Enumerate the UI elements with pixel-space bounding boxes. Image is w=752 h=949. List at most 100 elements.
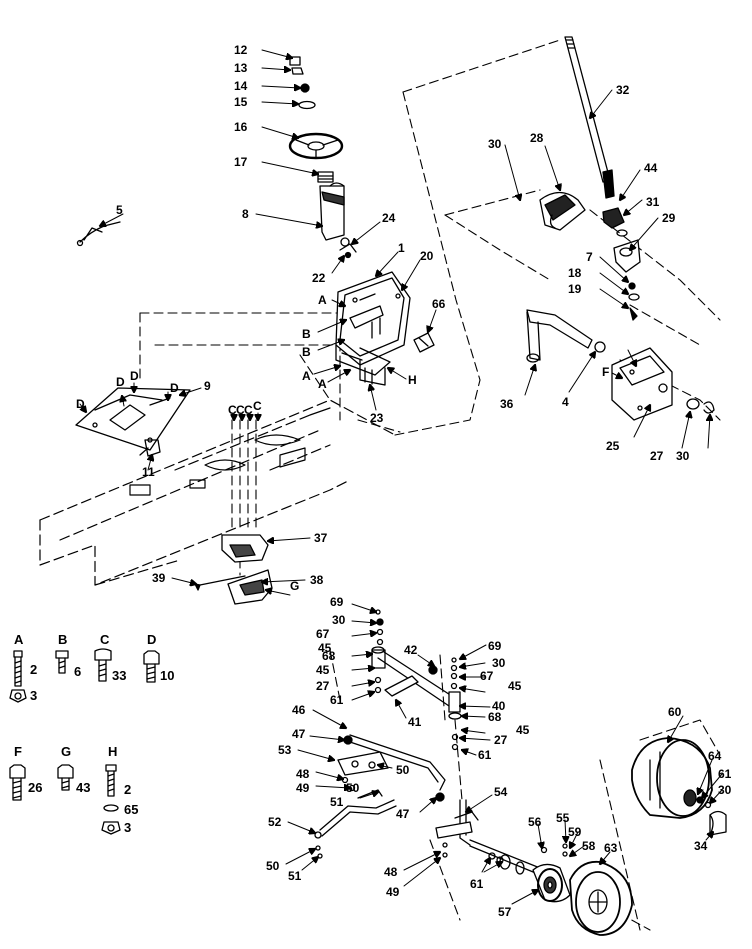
callout-63: 63 — [604, 841, 618, 855]
callout-20: 20 — [420, 249, 434, 263]
callout-61: 61 — [718, 767, 732, 781]
callout-69: 69 — [488, 639, 502, 653]
callout-69: 69 — [330, 595, 344, 609]
callout-D: D — [130, 369, 139, 383]
hardware-letter-C: C — [100, 632, 110, 647]
hardware-part-number: 10 — [160, 668, 175, 683]
callout-7: 7 — [586, 250, 593, 264]
callout-61: 61 — [470, 877, 484, 891]
callout-27: 27 — [316, 679, 330, 693]
hardware-part-number: 6 — [74, 664, 82, 679]
callout-13: 13 — [234, 61, 248, 75]
callout-A: A — [318, 293, 327, 307]
hardware-part-number: 43 — [76, 780, 91, 795]
callout-49: 49 — [386, 885, 400, 899]
callout-D: D — [76, 397, 85, 411]
callout-36: 36 — [500, 397, 514, 411]
lower-bracket-parts — [194, 534, 273, 605]
frame-details — [129, 407, 331, 496]
callout-50: 50 — [346, 781, 360, 795]
callout-68: 68 — [488, 710, 502, 724]
callout-45: 45 — [318, 641, 332, 655]
callout-34: 34 — [694, 839, 708, 853]
callout-A: A — [318, 377, 327, 391]
callout-51: 51 — [288, 869, 302, 883]
callout-12: 12 — [234, 43, 248, 57]
callout-14: 14 — [234, 79, 248, 93]
callout-31: 31 — [646, 195, 660, 209]
callout-30: 30 — [676, 449, 690, 463]
callout-C: C — [253, 399, 262, 413]
callout-30: 30 — [492, 656, 506, 670]
callout-52: 52 — [268, 815, 282, 829]
small-parts-left — [75, 221, 435, 457]
callout-29: 29 — [662, 211, 676, 225]
callout-44: 44 — [644, 161, 658, 175]
callout-22: 22 — [312, 271, 326, 285]
callout-49: 49 — [296, 781, 310, 795]
callout-38: 38 — [310, 573, 324, 587]
hardware-key-icons — [9, 648, 160, 835]
callout-28: 28 — [530, 131, 544, 145]
callout-37: 37 — [314, 531, 328, 545]
callout-47: 47 — [292, 727, 306, 741]
callout-47: 47 — [396, 807, 410, 821]
callout-51: 51 — [330, 795, 344, 809]
callout-G: G — [290, 579, 300, 593]
callout-D: D — [170, 381, 179, 395]
callout-45: 45 — [316, 663, 330, 677]
callout-54: 54 — [494, 785, 508, 799]
hardware-part-number: 26 — [28, 780, 43, 795]
callout-68: 68 — [322, 649, 336, 663]
callout-17: 17 — [234, 155, 248, 169]
callout-B: B — [302, 345, 311, 359]
pitman-assembly — [526, 309, 715, 421]
callout-9: 9 — [204, 379, 211, 393]
callout-67: 67 — [480, 669, 494, 683]
hardware-part-number: 65 — [124, 802, 139, 817]
dashed-guide-lines — [139, 39, 721, 931]
steering-column-upper — [288, 56, 357, 259]
callout-41: 41 — [408, 715, 422, 729]
callout-45: 45 — [508, 679, 522, 693]
steering-linkage — [314, 609, 541, 875]
callout-64: 64 — [708, 749, 722, 763]
callout-61: 61 — [478, 748, 492, 762]
callout-40: 40 — [492, 699, 506, 713]
hardware-part-number: 2 — [124, 782, 132, 797]
callout-46: 46 — [292, 703, 306, 717]
hardware-letter-D: D — [147, 632, 157, 647]
frame-outline — [39, 399, 396, 586]
callout-56: 56 — [528, 815, 542, 829]
hardware-letter-B: B — [58, 632, 68, 647]
steering-gear-assembly — [539, 36, 641, 321]
callout-50: 50 — [396, 763, 410, 777]
callout-57: 57 — [498, 905, 512, 919]
wheels — [532, 737, 727, 936]
callout-D: D — [116, 375, 125, 389]
callout-39: 39 — [152, 571, 166, 585]
leader-lines — [79, 49, 723, 905]
callout-5: 5 — [116, 203, 123, 217]
hardware-letter-H: H — [108, 744, 118, 759]
callout-42: 42 — [404, 643, 418, 657]
callout-25: 25 — [606, 439, 620, 453]
callout-15: 15 — [234, 95, 248, 109]
callout-58: 58 — [582, 839, 596, 853]
callout-59: 59 — [568, 825, 582, 839]
callout-48: 48 — [384, 865, 398, 879]
callout-30: 30 — [488, 137, 502, 151]
callout-8: 8 — [242, 207, 249, 221]
hardware-letter-A: A — [14, 632, 24, 647]
callout-30: 30 — [718, 783, 732, 797]
callout-55: 55 — [556, 811, 570, 825]
callout-11: 11 — [142, 465, 155, 479]
callout-23: 23 — [370, 411, 384, 425]
callout-32: 32 — [616, 83, 630, 97]
callout-24: 24 — [382, 211, 396, 225]
callout-19: 19 — [568, 282, 582, 296]
hardware-letter-F: F — [14, 744, 22, 759]
callout-67: 67 — [316, 627, 330, 641]
